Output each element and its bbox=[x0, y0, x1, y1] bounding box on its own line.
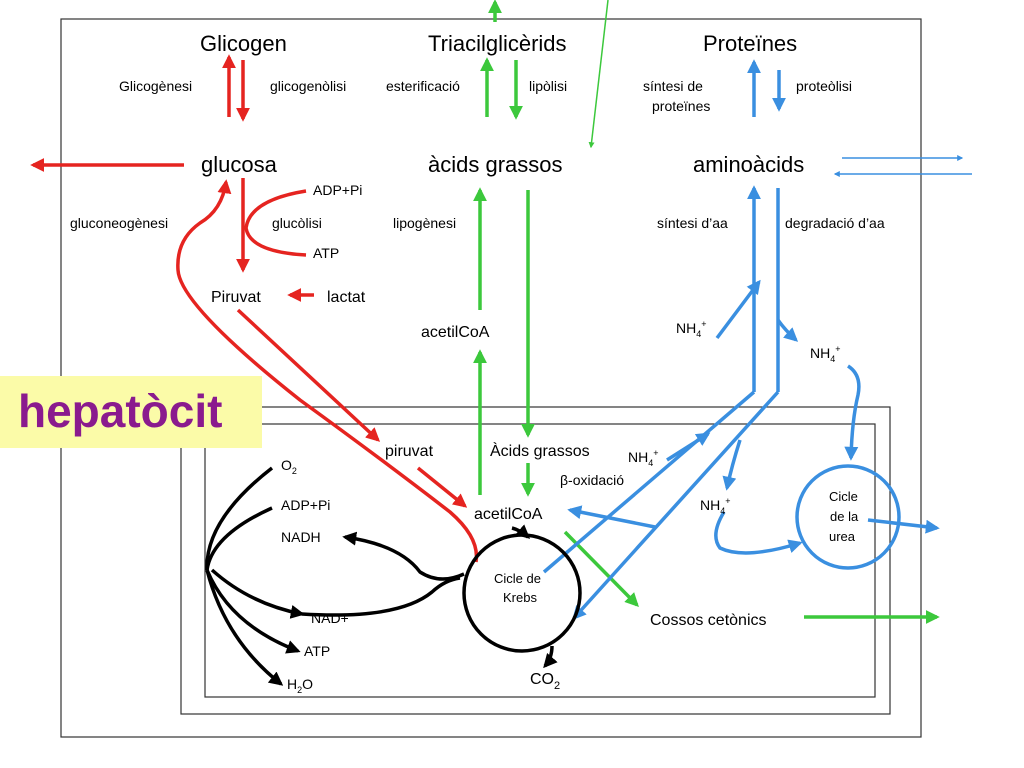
aa-degradation-diag bbox=[572, 390, 780, 621]
krebs-label-2: Krebs bbox=[503, 590, 537, 605]
urea-cycle-circle bbox=[795, 464, 901, 570]
nad-return-curve bbox=[301, 576, 461, 617]
nh4-out-arrow-top bbox=[776, 318, 799, 342]
urea-label-3: urea bbox=[829, 529, 856, 544]
nh4-in-arrow-top bbox=[715, 279, 761, 340]
title-banner bbox=[0, 376, 262, 448]
lipolysis-label: lipòlisi bbox=[529, 78, 567, 94]
beta-oxidation-label: β-oxidació bbox=[560, 472, 624, 488]
lipid-top-in-arrow bbox=[588, 0, 609, 149]
etc-atp-label: ATP bbox=[304, 643, 330, 659]
aa-synthesis-label: síntesi d’aa bbox=[657, 215, 728, 231]
co2-label: CO2 bbox=[530, 671, 560, 692]
lactate-label: lactat bbox=[327, 289, 366, 306]
krebs-entry-arrow bbox=[511, 524, 531, 539]
fatty-acids-label: àcids grassos bbox=[428, 152, 563, 177]
nh4-mito-in-arrow bbox=[666, 432, 711, 462]
nh4-label-c: NH4+ bbox=[628, 448, 659, 468]
proteolysis-label: proteòlisi bbox=[796, 78, 852, 94]
etc-adppi-label: ADP+Pi bbox=[281, 497, 330, 513]
o2-label: O2 bbox=[281, 457, 297, 476]
aa-synthesis-diag bbox=[542, 390, 756, 574]
pyruvate-label: Piruvat bbox=[211, 289, 261, 306]
protein-synthesis-label-1: síntesi de bbox=[643, 78, 703, 94]
glycogen-label: Glicogen bbox=[200, 31, 287, 56]
glycolysis-atp-curve bbox=[244, 189, 307, 257]
mito-fatty-acids-label: Àcids grassos bbox=[490, 441, 590, 460]
mito-pyruvate-label: piruvat bbox=[385, 443, 434, 460]
glycolysis-adppi-label: ADP+Pi bbox=[313, 182, 362, 198]
h2o-label: H2O bbox=[287, 676, 313, 695]
urea-label-1: Cicle bbox=[829, 489, 858, 504]
nadh-label: NADH bbox=[281, 529, 321, 545]
nad-label: NAD+ bbox=[311, 610, 349, 626]
o2-curve bbox=[205, 466, 274, 571]
glycolysis-atp-label: ATP bbox=[313, 245, 339, 261]
mito-pyruvate-to-acetylcoa-arrow bbox=[416, 466, 468, 508]
nh4-to-urea-curve bbox=[844, 364, 861, 461]
proteins-label: Proteïnes bbox=[703, 31, 797, 56]
adppi-curve bbox=[205, 506, 273, 571]
gluconeogenesis-label: gluconeogènesi bbox=[70, 215, 168, 231]
nh4-label-b: NH4+ bbox=[810, 344, 841, 364]
glycogenolysis-label: glicogenòlisi bbox=[270, 78, 346, 94]
krebs-label-1: Cicle de bbox=[494, 571, 541, 586]
acetylcoa-label: acetilCoA bbox=[421, 324, 490, 341]
nh4-mito-out-arrow bbox=[722, 439, 742, 491]
amino-acids-label: aminoàcids bbox=[693, 152, 804, 177]
esterification-label: esterificació bbox=[386, 78, 460, 94]
krebs-etc bbox=[205, 466, 582, 686]
glucose-arrows bbox=[30, 54, 479, 563]
glycogenesis-label: Glicogènesi bbox=[119, 78, 192, 94]
krebs-co2-arrow bbox=[543, 645, 558, 669]
glucose-label: glucosa bbox=[201, 152, 278, 177]
title-label: hepatòcit bbox=[18, 385, 223, 437]
nh4-label-d: NH4+ bbox=[700, 496, 731, 516]
mito-acetylcoa-label: acetilCoA bbox=[474, 506, 543, 523]
h2o-curve bbox=[205, 569, 284, 686]
nad-arrow bbox=[210, 568, 305, 619]
mito-outer-frame bbox=[180, 406, 891, 715]
pyruvate-to-mito-arrow bbox=[236, 308, 381, 442]
glycolysis-label: glucòlisi bbox=[272, 215, 322, 231]
nh4-label-a: NH4+ bbox=[676, 319, 707, 339]
nadh-arrow bbox=[342, 531, 465, 581]
nh4-to-urea-bottom-curve bbox=[714, 511, 803, 555]
aa-degradation-label: degradació d’aa bbox=[785, 215, 885, 231]
amino-arrows bbox=[542, 59, 972, 621]
protein-synthesis-label-2: proteïnes bbox=[652, 98, 710, 114]
labels: Glicogen Triacilglicèrids Proteïnes Glic… bbox=[70, 31, 885, 695]
tag-label: Triacilglicèrids bbox=[428, 31, 567, 56]
urea-label-2: de la bbox=[830, 509, 859, 524]
urea-export-arrow bbox=[867, 518, 940, 534]
gluconeogenesis-curve bbox=[176, 179, 479, 563]
ketones-label: Cossos cetònics bbox=[650, 612, 767, 629]
aa-to-acetylcoa-arrow bbox=[567, 505, 656, 529]
lipogenesis-label: lipogènesi bbox=[393, 215, 456, 231]
atp-curve bbox=[205, 569, 301, 654]
